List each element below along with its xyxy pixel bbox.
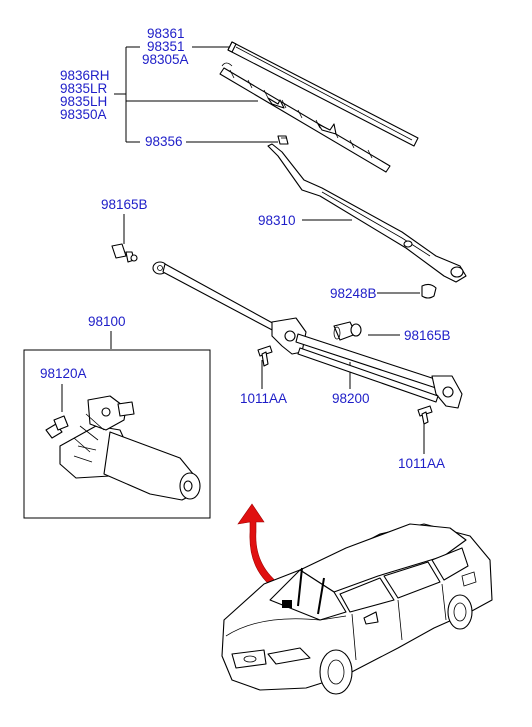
wiper-motor bbox=[59, 395, 201, 501]
label-98350a: 98350A bbox=[60, 107, 107, 122]
label-98310: 98310 bbox=[258, 213, 296, 228]
car-motor-mark bbox=[282, 600, 292, 608]
label-9835lr: 9835LR bbox=[60, 81, 108, 96]
location-arrow bbox=[237, 503, 283, 591]
motor-assembly-box bbox=[23, 349, 211, 519]
label-insert-group: 9836RH 9835LR 9835LH 98350A bbox=[60, 68, 110, 122]
label-1011aa-left: 1011AA bbox=[240, 391, 287, 406]
car-illustration bbox=[221, 523, 493, 695]
nut-cap bbox=[421, 283, 437, 299]
label-9836rh: 9836RH bbox=[60, 68, 110, 83]
label-1011aa-right: 1011AA bbox=[398, 456, 445, 471]
label-98165b-right: 98165B bbox=[404, 328, 451, 343]
label-98305a: 98305A bbox=[142, 52, 189, 67]
wiper-arm bbox=[267, 143, 467, 283]
wiper-blade bbox=[227, 41, 419, 147]
label-98351: 98351 bbox=[147, 39, 185, 54]
wiper-linkage bbox=[152, 261, 463, 409]
bolt-right bbox=[417, 405, 433, 425]
label-98361: 98361 bbox=[147, 26, 185, 41]
blade-insert bbox=[219, 62, 391, 173]
blade-clip bbox=[277, 135, 289, 145]
pivot-cap-right bbox=[333, 321, 362, 341]
label-blade-group: 98361 98351 98305A bbox=[142, 26, 189, 67]
label-9835lh: 9835LH bbox=[60, 94, 107, 109]
label-98356: 98356 bbox=[145, 134, 183, 149]
label-98165b-left: 98165B bbox=[101, 197, 148, 212]
label-98100: 98100 bbox=[88, 314, 126, 329]
pivot-cap-left bbox=[111, 243, 138, 263]
car-wipers bbox=[297, 567, 325, 615]
label-98120a: 98120A bbox=[40, 366, 87, 381]
label-98248b: 98248B bbox=[330, 286, 377, 301]
motor-cap bbox=[45, 415, 69, 439]
leader-lines bbox=[61, 46, 425, 454]
bolt-left bbox=[257, 345, 273, 367]
label-98200: 98200 bbox=[332, 391, 370, 406]
